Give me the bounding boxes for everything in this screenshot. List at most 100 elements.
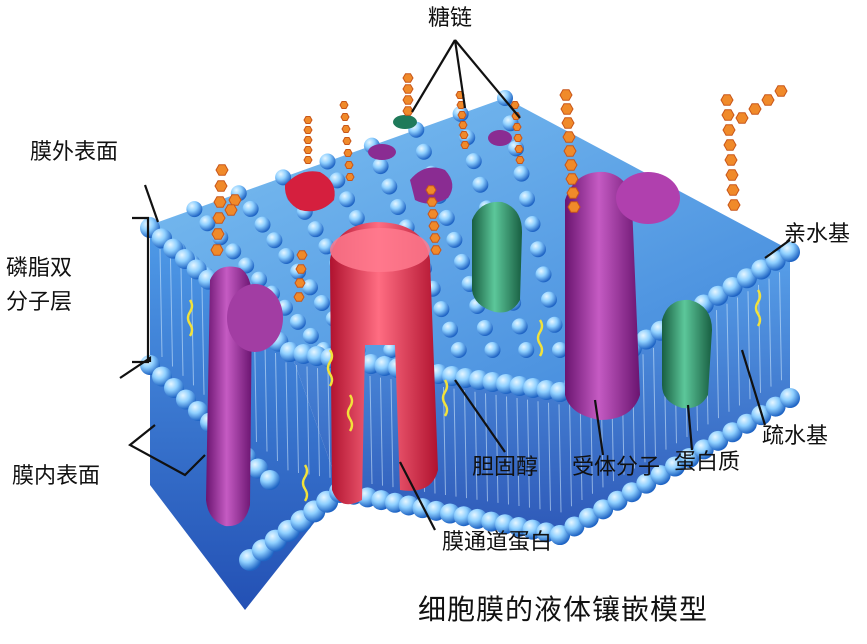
protein-green [472, 201, 712, 409]
phospholipid-head [621, 482, 642, 503]
sugar-unit [559, 89, 573, 101]
sugar-unit [722, 124, 736, 136]
sugar-unit [514, 145, 524, 153]
sugar-unit [402, 84, 414, 94]
phospholipid-head [319, 153, 336, 170]
sugar-unit [293, 292, 305, 302]
sugar-unit [510, 101, 520, 109]
phospholipid-head [329, 172, 346, 189]
phospholipid-head [454, 253, 470, 270]
phospholipid-head [524, 216, 541, 232]
phospholipid-head [302, 279, 318, 296]
phospholipid-head [650, 465, 671, 486]
sugar-unit [213, 196, 227, 208]
bilayer-label-line2: 分子层 [6, 290, 73, 315]
lipid-tail [726, 303, 730, 412]
sugar-unit [428, 221, 440, 231]
sugar-unit [721, 109, 735, 121]
phospholipid-head [186, 201, 203, 218]
sugar-unit [339, 101, 349, 109]
phospholipid-head [372, 158, 389, 175]
lipid-tail [317, 368, 320, 477]
sugar-unit [720, 94, 734, 106]
cholesterol-molecules [186, 289, 762, 502]
protein-label: 蛋白质 [674, 450, 741, 475]
sugar-unit [303, 116, 313, 124]
phospholipid-head [472, 176, 489, 193]
sugar-unit [402, 106, 414, 116]
sugar-unit [427, 209, 439, 219]
phospholipid-head [736, 268, 757, 289]
phospholipid-head [530, 241, 546, 258]
sugar-unit [294, 278, 306, 288]
phospholipid-head [765, 396, 786, 417]
sugar-unit [727, 199, 741, 211]
sugar-unit [560, 103, 574, 115]
hydrophobic-label: 疏水基 [762, 424, 829, 449]
cholesterol-squiggle [441, 379, 449, 417]
sugar-unit [430, 245, 442, 255]
lipid-tail [180, 267, 184, 376]
phospholipid-head [225, 243, 242, 260]
lipid-tail [380, 377, 383, 486]
sugar-unit [303, 146, 313, 154]
sugar-unit [215, 164, 229, 176]
phospholipid-head [302, 327, 319, 344]
receptor-molecule [565, 171, 680, 420]
lipid-tail [369, 375, 373, 485]
sugar-unit [303, 126, 313, 134]
sugar-unit [426, 197, 438, 207]
cholesterol-squiggle [301, 464, 309, 502]
channel-protein [330, 222, 438, 505]
lipid-tail [495, 394, 499, 503]
lipid-tail [506, 396, 509, 505]
lipid-tail [254, 334, 257, 443]
sugar-unit [344, 161, 354, 169]
lipid-tail [275, 352, 278, 461]
phospholipid-head [313, 294, 330, 311]
phospholipid-head [636, 473, 657, 494]
lipid-tail [642, 354, 646, 463]
sugar-unit [561, 117, 575, 129]
cholesterol-squiggle [346, 394, 354, 432]
phospholipid-head [679, 447, 700, 468]
inner-surface-label: 膜内表面 [12, 464, 101, 489]
sugar-unit [457, 111, 467, 119]
sugar-unit [402, 95, 414, 105]
phospholipid-head [518, 342, 535, 358]
lipid-tail [453, 388, 457, 497]
phospholipid-head [438, 209, 455, 226]
lipid-tail [779, 272, 782, 381]
cholesterol-squiggle [536, 319, 544, 357]
sugar-unit [564, 159, 578, 171]
phospholipid-head [751, 259, 772, 280]
phospholipid-head [593, 499, 614, 520]
phospholipid-head [564, 516, 585, 537]
sugar-unit [567, 201, 581, 213]
sugar-unit [429, 233, 441, 243]
sugar-unit [295, 264, 307, 274]
phospholipid-head [307, 221, 324, 238]
lipid-tail [537, 401, 541, 510]
sugar-unit [460, 141, 470, 149]
phospholipid-head [519, 190, 535, 207]
channel-protein-label: 膜通道蛋白 [442, 530, 553, 555]
leader-lines [119, 39, 791, 531]
phospholipid-head [708, 430, 729, 451]
phospholipid-head [708, 285, 729, 306]
phospholipid-head [541, 291, 557, 308]
lipid-tail [737, 297, 740, 406]
phospholipid-head [476, 319, 493, 336]
lipid-tail [327, 369, 331, 478]
sugar-unit [342, 137, 352, 145]
phospholipid-head [389, 198, 406, 215]
phospholipid-head [722, 422, 743, 443]
sugar-unit [212, 212, 226, 224]
phospholipid-head [550, 525, 570, 545]
lipid-tail [569, 398, 572, 507]
sugar-unit [303, 156, 313, 164]
sugar-unit [513, 134, 523, 142]
phospholipid-head [339, 191, 355, 208]
transmembrane-protein-left [206, 266, 283, 527]
lipid-tail [768, 278, 772, 387]
